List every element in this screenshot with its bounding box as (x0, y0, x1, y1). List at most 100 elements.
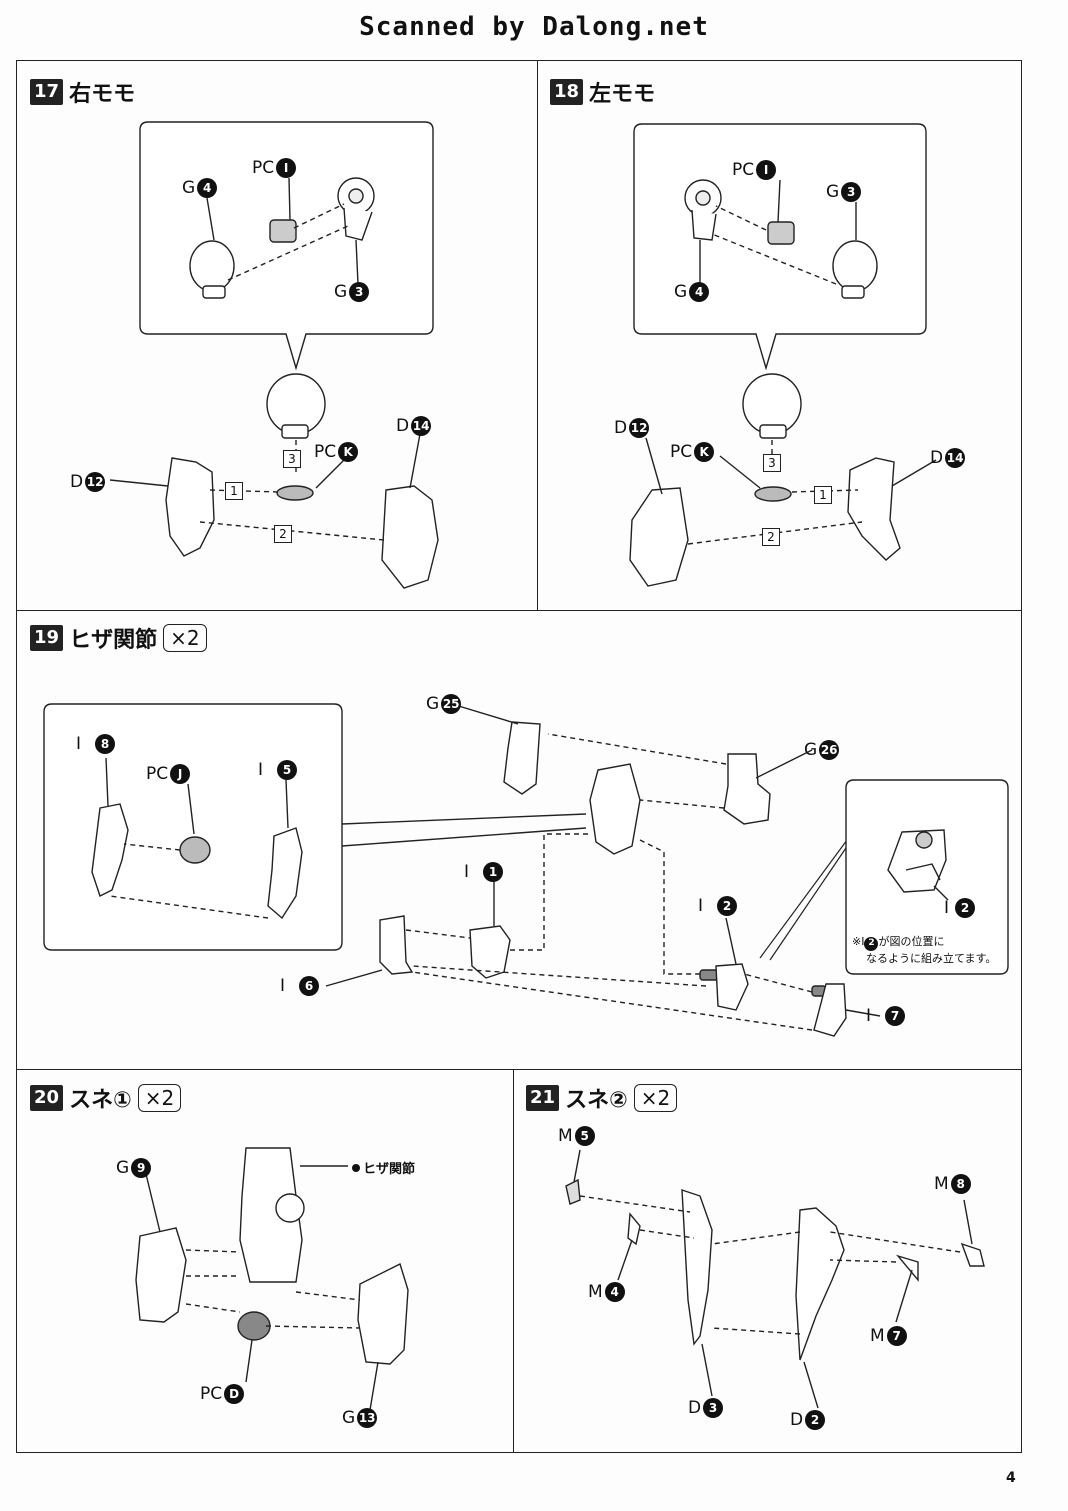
shin-plate-d3 (681, 1189, 713, 1346)
pc-joint-part-18 (767, 221, 795, 245)
runner-letter: G (674, 282, 688, 302)
step-number: 17 (30, 79, 64, 105)
runner-letter: G (804, 740, 818, 760)
knee-axle-i7 (811, 983, 847, 1037)
runner-letter: G (334, 282, 348, 302)
part-number: 7 (886, 1326, 907, 1346)
runner-letter: I (76, 734, 82, 754)
part-number: 13 (357, 1408, 378, 1428)
part-number: 6 (299, 976, 320, 996)
shin-frame-g9 (135, 1227, 187, 1323)
knee-shaft-g26 (723, 753, 771, 825)
hip-ball-assembled-18 (742, 373, 802, 439)
part-number: 4 (604, 1282, 625, 1302)
note-prefix: ※I (852, 935, 865, 948)
callout-text: ヒザ関節 (363, 1162, 416, 1177)
runner-letter: G (826, 182, 840, 202)
step-label: ヒザ関節 (69, 628, 158, 653)
part-number: 5 (277, 760, 298, 780)
scan-credit: Scanned by Dalong.net (359, 12, 709, 42)
runner-letter: M (870, 1326, 885, 1346)
knee-axle-i2 (699, 963, 749, 1011)
part-number: J (170, 764, 191, 784)
runner-letter: D (396, 416, 410, 436)
shin-armor-m4 (627, 1212, 641, 1246)
step-17-title: 17 右モモ (30, 76, 135, 108)
runner-letter: PC (732, 160, 755, 180)
runner-letter: G (116, 1158, 130, 1178)
step-number: 18 (550, 79, 584, 105)
thigh-armor-plate-18 (629, 487, 689, 587)
part-number: 3 (349, 282, 370, 302)
runner-letter: PC (146, 764, 169, 784)
part-number: 12 (629, 418, 650, 438)
part-number: K (338, 442, 359, 462)
detail-callout-box-18 (633, 123, 927, 371)
part-number: 2 (955, 898, 976, 918)
order-mark-1: 1 (814, 486, 832, 504)
shin-plate-d2 (795, 1207, 845, 1361)
runner-letter: D (790, 1410, 804, 1430)
knee-core-assembled (589, 763, 641, 855)
step-number: 20 (30, 1085, 64, 1111)
runner-letter: D (614, 418, 628, 438)
pc-ring-part-18 (754, 486, 792, 502)
runner-letter: M (588, 1282, 603, 1302)
part-number: 8 (95, 734, 116, 754)
runner-letter: G (342, 1408, 356, 1428)
order-mark-3: 3 (283, 450, 301, 468)
knee-joint-assembled-20 (239, 1147, 303, 1283)
knee-frame-part-i8 (91, 803, 129, 897)
quantity-badge: ×2 (137, 1084, 182, 1112)
step-19-title: 19 ヒザ関節 ×2 (30, 622, 207, 654)
knee-joint-callout: ヒザ関節 (352, 1158, 415, 1177)
step-18-title: 18 左モモ (550, 76, 655, 108)
runner-letter: I (464, 862, 470, 882)
shin-armor-m5 (565, 1178, 581, 1205)
step-number: 21 (526, 1085, 560, 1111)
step-label: スネ① (69, 1088, 132, 1113)
hip-socket-part-17 (337, 177, 375, 241)
bullet-icon (352, 1163, 360, 1172)
hip-ball-assembled-17 (266, 373, 326, 439)
thigh-left-half-17 (165, 457, 215, 557)
runner-letter: PC (252, 158, 275, 178)
knee-clip-g25 (503, 721, 541, 795)
part-number: 9 (131, 1158, 152, 1178)
thigh-right-half-18 (847, 457, 901, 561)
part-number: D (224, 1384, 245, 1404)
runner-letter: I (944, 898, 950, 918)
knee-orientation-detail (887, 829, 947, 893)
step-label: 左モモ (589, 82, 656, 107)
knee-plate-i6 (379, 915, 414, 975)
part-number: 2 (805, 1410, 826, 1430)
part-number: 2 (864, 936, 879, 951)
part-number: I (756, 160, 777, 180)
page-number: 4 (1006, 1470, 1016, 1486)
runner-letter: I (698, 896, 704, 916)
